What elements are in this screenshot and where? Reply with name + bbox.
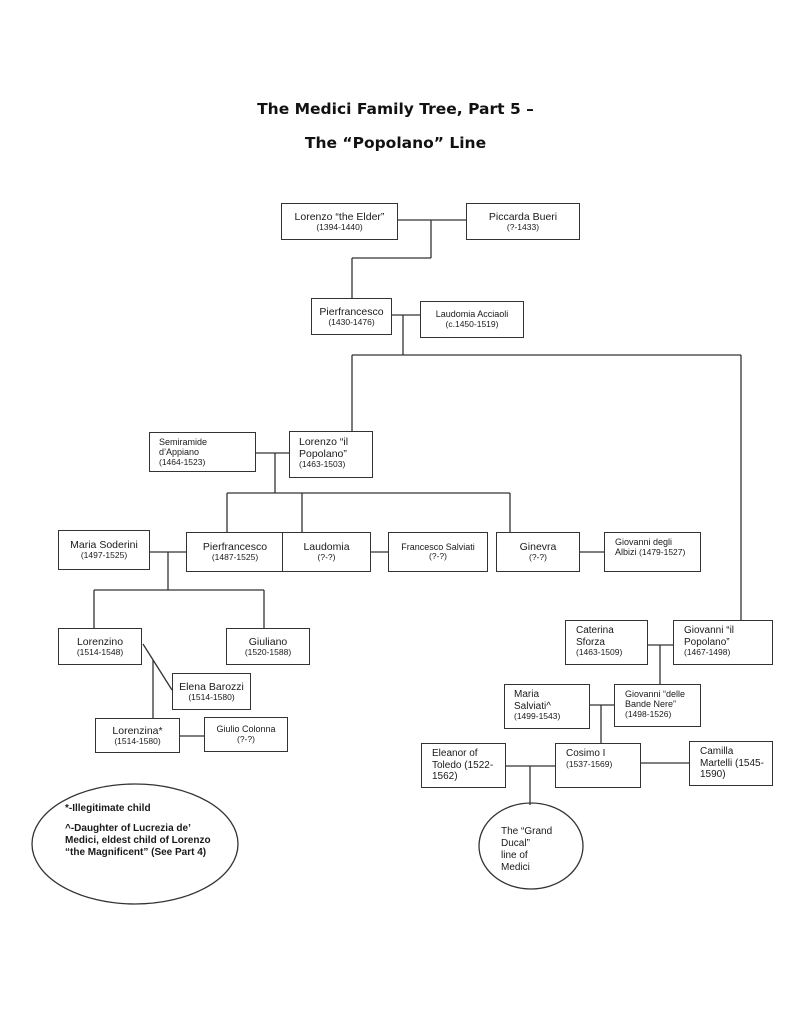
- connector: [142, 643, 173, 691]
- grand-ducal-label: The “Grand Ducal” line of Medici: [501, 826, 553, 873]
- legend: *-Illegitimate child ^-Daughter of Lucre…: [65, 803, 225, 867]
- legend-daughter-note: ^-Daughter of Lucrezia de’ Medici, eldes…: [65, 823, 211, 858]
- person-ginevra: Ginevra (?-?): [496, 532, 580, 572]
- person-giovanni-delle-bande-nere: Giovanni “delle Bande Nere” (1498-1526): [614, 684, 701, 727]
- person-elena-barozzi: Elena Barozzi (1514-1580): [172, 673, 251, 710]
- person-francesco-salviati: Francesco Salviati (?-?): [388, 532, 488, 572]
- legend-illegitimate: *-Illegitimate child: [65, 803, 151, 814]
- person-lorenzino: Lorenzino (1514-1548): [58, 628, 142, 665]
- grand-ducal-oval: [478, 802, 584, 890]
- person-cosimo-i: Cosimo I (1537-1569): [555, 743, 641, 788]
- person-giuliano: Giuliano (1520-1588): [226, 628, 310, 665]
- person-semiramide-dappiano: Semiramide d’Appiano (1464-1523): [149, 432, 256, 472]
- person-maria-soderini: Maria Soderini (1497-1525): [58, 530, 150, 570]
- title-line-2: The “Popolano” Line: [304, 134, 487, 152]
- person-lorenzina: Lorenzina* (1514-1580): [95, 718, 180, 753]
- person-laudomia-acciaoli: Laudomia Acciaoli (c.1450-1519): [420, 301, 524, 338]
- person-pierfrancesco-sr: Pierfrancesco (1430-1476): [311, 298, 392, 335]
- person-pierfrancesco-jr: Pierfrancesco (1487-1525): [186, 532, 284, 572]
- person-maria-salviati: Maria Salviati^ (1499-1543): [504, 684, 590, 729]
- person-giovanni-il-popolano: Giovanni “il Popolano” (1467-1498): [673, 620, 773, 665]
- person-caterina-sforza: Caterina Sforza (1463-1509): [565, 620, 648, 665]
- person-lorenzo-il-popolano: Lorenzo “il Popolano” (1463-1503): [289, 431, 373, 478]
- person-piccarda-bueri: Piccarda Bueri (?-1433): [466, 203, 580, 240]
- person-giulio-colonna: Giulio Colonna (?-?): [204, 717, 288, 752]
- person-lorenzo-the-elder: Lorenzo “the Elder” (1394-1440): [281, 203, 398, 240]
- person-laudomia: Laudomia (?-?): [282, 532, 371, 572]
- person-eleanor-of-toledo: Eleanor of Toledo (1522- 1562): [421, 743, 506, 788]
- legend-oval: [31, 783, 239, 905]
- person-camilla-martelli: Camilla Martelli (1545- 1590): [689, 741, 773, 786]
- title-line-1: The Medici Family Tree, Part 5 –: [257, 100, 534, 118]
- person-giovanni-degli-albizi: Giovanni degli Albizi (1479-1527): [604, 532, 701, 572]
